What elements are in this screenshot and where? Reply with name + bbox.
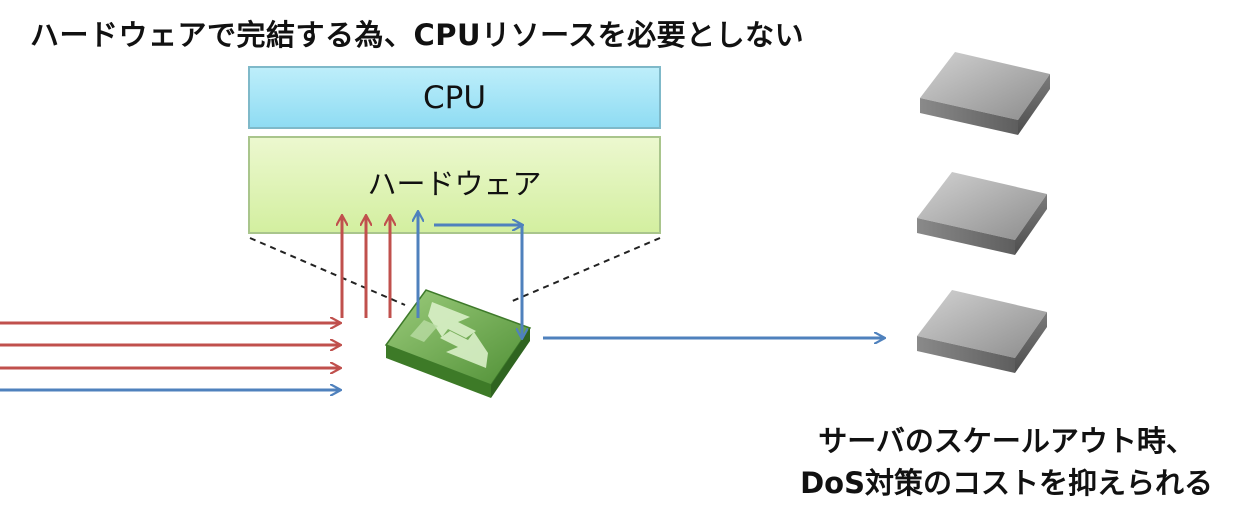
cpu-layer-label: CPU <box>422 79 487 116</box>
network-switch-chip-icon <box>384 289 532 398</box>
caption-line-1: サーバのスケールアウト時、 <box>818 424 1195 458</box>
server-block-icon <box>920 52 1050 135</box>
server-block-icon <box>917 172 1047 255</box>
server-block-icon <box>917 290 1047 373</box>
caption: サーバのスケールアウト時、 DoS対策のコストを抑えられる <box>800 420 1213 504</box>
zoom-line-left <box>249 237 406 306</box>
zoom-line-right <box>509 237 661 303</box>
cpu-layer: CPU <box>248 66 661 129</box>
hardware-layer-label: ハードウェア <box>367 167 542 201</box>
hardware-layer: ハードウェア <box>248 136 661 234</box>
caption-line-2: DoS対策のコストを抑えられる <box>800 466 1213 500</box>
headline: ハードウェアで完結する為、CPUリソースを必要としない <box>30 18 805 52</box>
